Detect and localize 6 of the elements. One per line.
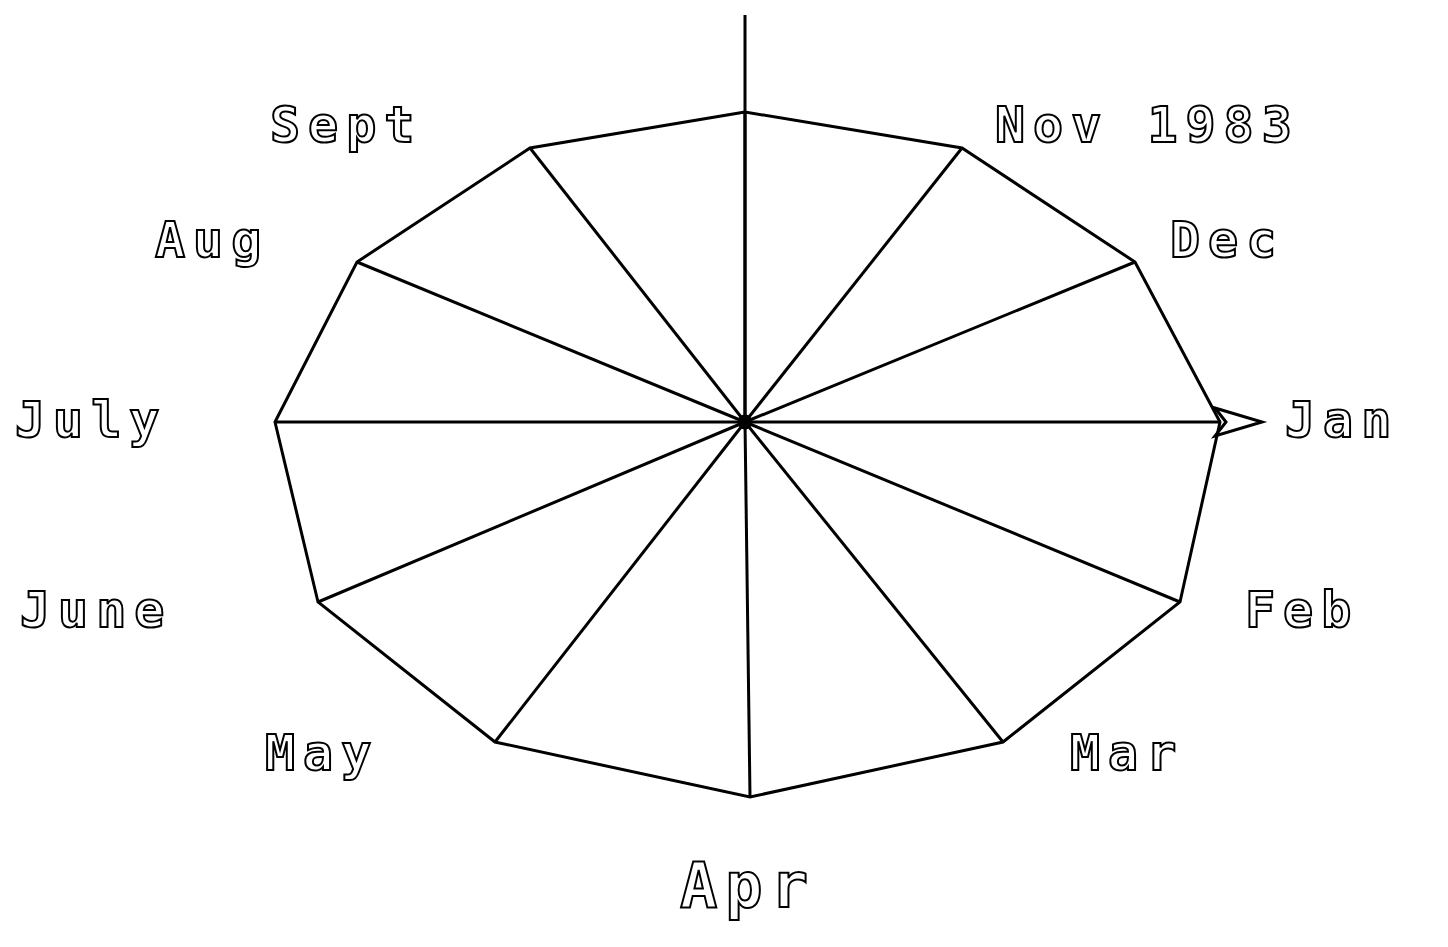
month-label: Feb bbox=[1245, 585, 1360, 635]
month-label: June bbox=[20, 585, 173, 635]
month-label: Dec bbox=[1170, 215, 1285, 265]
month-label: Jan bbox=[1285, 395, 1400, 445]
month-label: Mar bbox=[1070, 728, 1185, 778]
month-label: Nov 1983 bbox=[995, 100, 1300, 150]
